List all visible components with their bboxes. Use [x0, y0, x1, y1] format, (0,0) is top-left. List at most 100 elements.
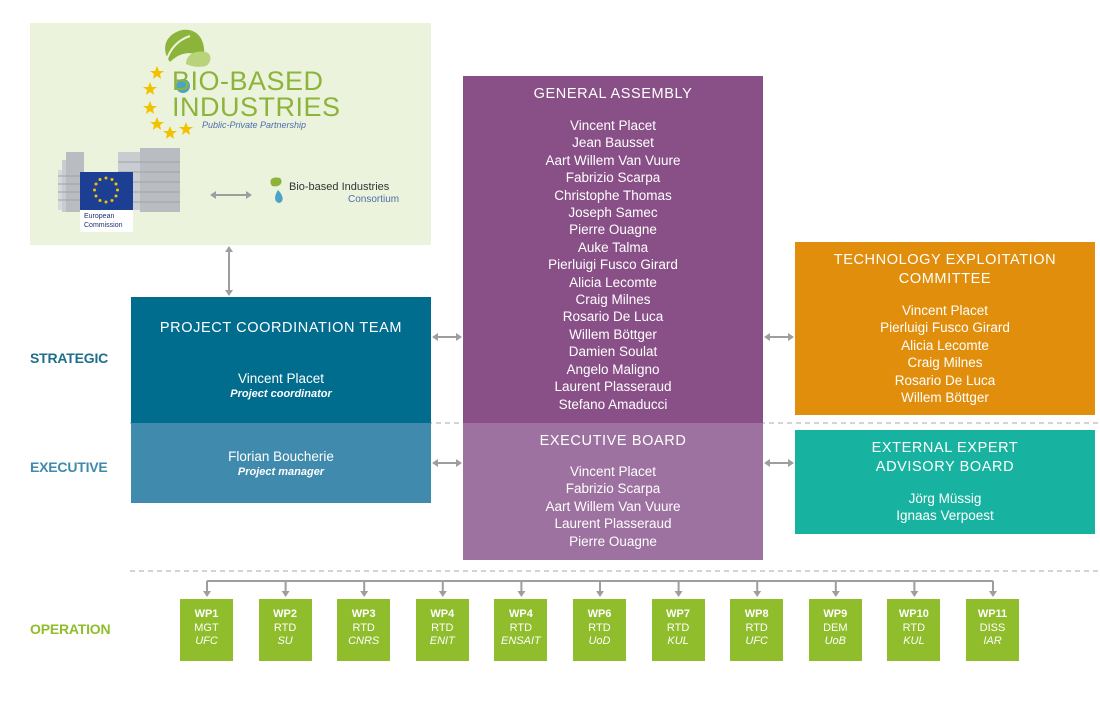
pm-role: Project manager [237, 466, 325, 479]
tec-title-line1: TECHNOLOGY EXPLOITATION [833, 252, 1057, 268]
wp-partner: IAR [983, 635, 1002, 647]
european-commission-logo [58, 148, 180, 232]
pct-title: PROJECT COORDINATION TEAM [159, 320, 403, 336]
wp-connector [203, 580, 997, 597]
wp-id: WP9 [823, 608, 848, 620]
pm-name: Florian Boucherie [228, 449, 334, 464]
level-label-operation: OPERATION [30, 621, 111, 637]
wp-id: WP4 [508, 608, 533, 620]
ec-logo-text: European Commission [84, 212, 123, 230]
bbi-logo-line2: INDUSTRIES [172, 92, 341, 122]
member-name: Fabrizio Scarpa [565, 170, 661, 186]
wp-id: WP11 [977, 608, 1008, 620]
member-name: Jörg Müssig [908, 491, 982, 506]
member-name: Damien Soulat [568, 344, 658, 360]
member-name: Ignaas Verpoest [896, 508, 994, 524]
member-name: Vincent Placet [569, 118, 657, 133]
bic-logo-icon [270, 177, 283, 203]
bbi-logo: BIO-BASED INDUSTRIES Public-Private Part… [172, 66, 341, 131]
member-name: Alicia Lecomte [901, 337, 989, 353]
wp-type: RTD [745, 621, 768, 634]
eeab-title-line1: EXTERNAL EXPERT [871, 440, 1019, 456]
member-name: Craig Milnes [575, 292, 651, 308]
ec-line1: European [84, 213, 115, 220]
member-name: Willem Böttger [569, 326, 657, 342]
tec-title-line2: COMMITTEE [898, 271, 992, 287]
bbi-leaf-icon [165, 29, 211, 93]
member-name: Vincent Placet [901, 303, 989, 318]
ga-title: GENERAL ASSEMBLY [533, 86, 693, 102]
wp-type: MGT [194, 621, 219, 634]
technology-exploitation-committee-box: TECHNOLOGY EXPLOITATION COMMITTEE Vincen… [795, 242, 1095, 415]
wp-type: RTD [352, 621, 375, 634]
member-name: Pierre Ouagne [569, 533, 657, 549]
wp-partner: UFC [745, 635, 768, 647]
wp-partner: SU [277, 635, 293, 647]
wp-partner: ENIT [429, 635, 455, 647]
wp-type: RTD [273, 621, 297, 634]
member-name: Angelo Maligno [566, 361, 660, 377]
member-name: Fabrizio Scarpa [565, 481, 661, 497]
wp-partner: UoD [588, 635, 611, 647]
wp-id: WP6 [587, 608, 612, 620]
wp-partner: UoB [824, 635, 846, 647]
member-name: Aart Willem Van Vuure [545, 152, 681, 168]
wp-id: WP10 [898, 608, 929, 620]
member-name: Jean Bausset [572, 135, 654, 151]
eeab-title-line2: ADVISORY BOARD [875, 459, 1015, 475]
member-name: Joseph Samec [568, 205, 658, 221]
wp-id: WP2 [273, 608, 298, 620]
member-name: Willem Böttger [901, 390, 989, 406]
member-name: Auke Talma [577, 239, 649, 255]
member-name: Craig Milnes [907, 355, 983, 371]
bic-logo-name: Bio-based Industries [289, 181, 390, 193]
wp-type: RTD [431, 621, 454, 634]
level-label-executive: EXECUTIVE [30, 459, 108, 475]
member-name: Pierluigi Fusco Girard [880, 320, 1010, 336]
bbi-logo-line1: BIO-BASED [172, 66, 324, 96]
wp-type: RTD [509, 621, 533, 634]
pct-coordinator-name: Vincent Placet [237, 371, 325, 386]
wp-partner: ENSAIT [501, 635, 541, 647]
eu-stars-icon [143, 66, 193, 139]
wp-type: DEM [823, 621, 848, 634]
member-name: Christophe Thomas [554, 187, 672, 203]
member-name: Pierre Ouagne [569, 222, 657, 238]
ec-line2: Commission [84, 222, 123, 229]
wp-partner: CNRS [348, 635, 380, 647]
wp-type: RTD [902, 621, 926, 634]
wp-id: WP4 [430, 608, 455, 620]
project-coordination-team-box: PROJECT COORDINATION TEAM Vincent Placet… [131, 297, 431, 423]
member-name: Laurent Plasseraud [554, 516, 672, 532]
member-name: Aart Willem Van Vuure [545, 498, 681, 514]
member-name: Vincent Placet [569, 464, 657, 479]
wp-partner: UFC [195, 635, 218, 647]
member-name: Pierluigi Fusco Girard [548, 257, 678, 273]
pct-coordinator-role: Project coordinator [230, 388, 332, 401]
external-expert-advisory-board-box: EXTERNAL EXPERT ADVISORY BOARD Jörg Müss… [795, 430, 1095, 534]
wp-type: RTD [588, 621, 611, 634]
project-manager-box: Florian Boucherie Project manager [131, 423, 431, 503]
wp-partner: KUL [667, 635, 689, 647]
member-name: Rosario De Luca [894, 372, 996, 388]
wp-id: WP1 [194, 608, 219, 620]
wp-type: RTD [666, 621, 690, 634]
connector-arrows [210, 191, 794, 467]
bbi-logo-tagline: Public-Private Partnership [202, 120, 307, 130]
member-name: Laurent Plasseraud [554, 379, 672, 395]
wp-type: DISS [979, 621, 1006, 634]
